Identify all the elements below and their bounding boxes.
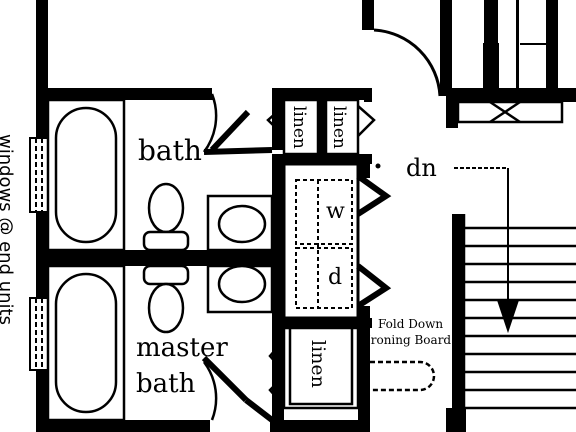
bathtub-upper (46, 98, 126, 252)
dryer-label: d (328, 265, 342, 290)
ironing-board-label-line1: Fold Down (378, 317, 443, 331)
stair-post (446, 408, 466, 432)
top-door-wall2 (440, 0, 452, 96)
top-door-wall (362, 0, 374, 30)
toilet-upper (142, 182, 190, 252)
washer-label: w (326, 199, 345, 224)
bathtub-lower (46, 264, 126, 422)
linen-divider (318, 88, 326, 160)
linen-lower-label: linen (307, 340, 329, 388)
master-right-wall (272, 328, 284, 432)
laundry-left-wall (272, 164, 284, 322)
linen-lower-right-wall (358, 328, 370, 432)
master-bath-label-line1: master (136, 333, 228, 363)
upper-right-thin (516, 0, 519, 88)
left-wall-top (36, 0, 48, 138)
hall-top-door (373, 28, 442, 97)
top-right-wall2 (546, 0, 558, 92)
bath-door (203, 93, 273, 155)
linen-bottom-wall (272, 154, 372, 164)
laundry-area (282, 162, 392, 320)
ironing-board-label-line2: Ironing Board (366, 333, 451, 347)
stair-top-wall (446, 88, 576, 102)
hall-upper-wall (364, 88, 372, 102)
stair-left-wall (452, 214, 464, 432)
linen-closet-lower (268, 326, 360, 410)
linen-left-label: linen (289, 106, 309, 149)
stair-left-wall-top (446, 88, 458, 128)
toilet-lower (142, 264, 190, 334)
left-wall-bottom (36, 370, 48, 432)
walls (36, 0, 576, 432)
bath-label: bath (138, 134, 202, 167)
ironing-board (370, 360, 436, 392)
sink-upper (206, 194, 274, 252)
down-label: dn (406, 154, 437, 182)
laundry-right-post2 (358, 306, 370, 328)
linen-right-label: linen (329, 106, 349, 149)
bath-top-wall (36, 88, 212, 100)
laundry-bottom-wall (272, 318, 372, 328)
bath-separator-wall (36, 250, 286, 266)
window-upper (29, 137, 53, 213)
upper-right-detail (483, 0, 546, 93)
bottom-wall-right (270, 420, 370, 432)
sink-lower (206, 264, 274, 314)
stairs (456, 100, 576, 432)
bottom-wall (36, 420, 210, 432)
master-bath-label-line2: bath (136, 369, 196, 399)
master-bath-door (201, 355, 274, 423)
linen-closet-upper (266, 98, 376, 156)
down-arrow (375, 163, 520, 334)
windows-note: windows @ end units (0, 134, 16, 325)
